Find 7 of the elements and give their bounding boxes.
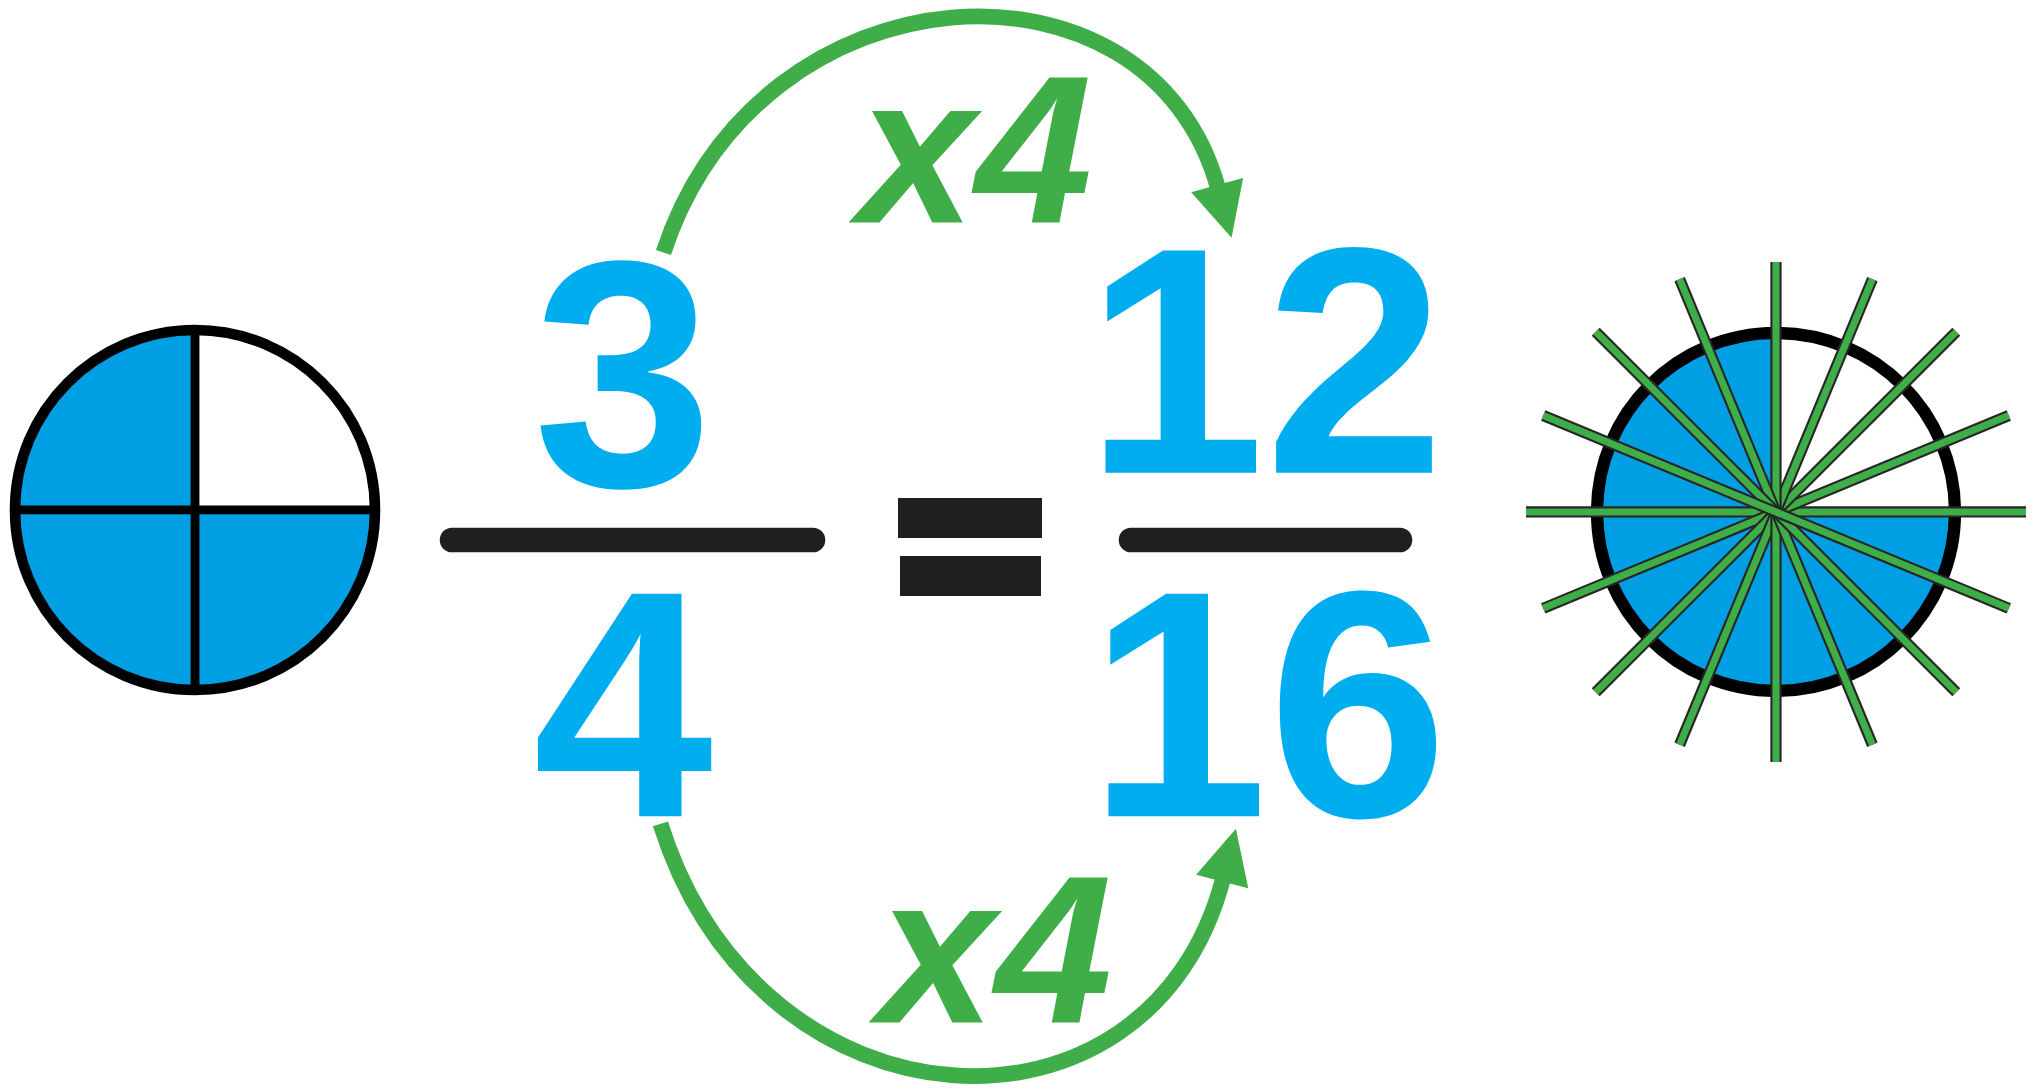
- number: 12: [1105, 247, 1432, 473]
- number: 3: [540, 260, 702, 490]
- edge-label: x4: [848, 77, 1089, 223]
- curved-arrow: [656, 9, 1244, 256]
- number: 4: [538, 593, 712, 817]
- number: 16: [1108, 590, 1437, 820]
- edge-label: x4: [868, 877, 1109, 1023]
